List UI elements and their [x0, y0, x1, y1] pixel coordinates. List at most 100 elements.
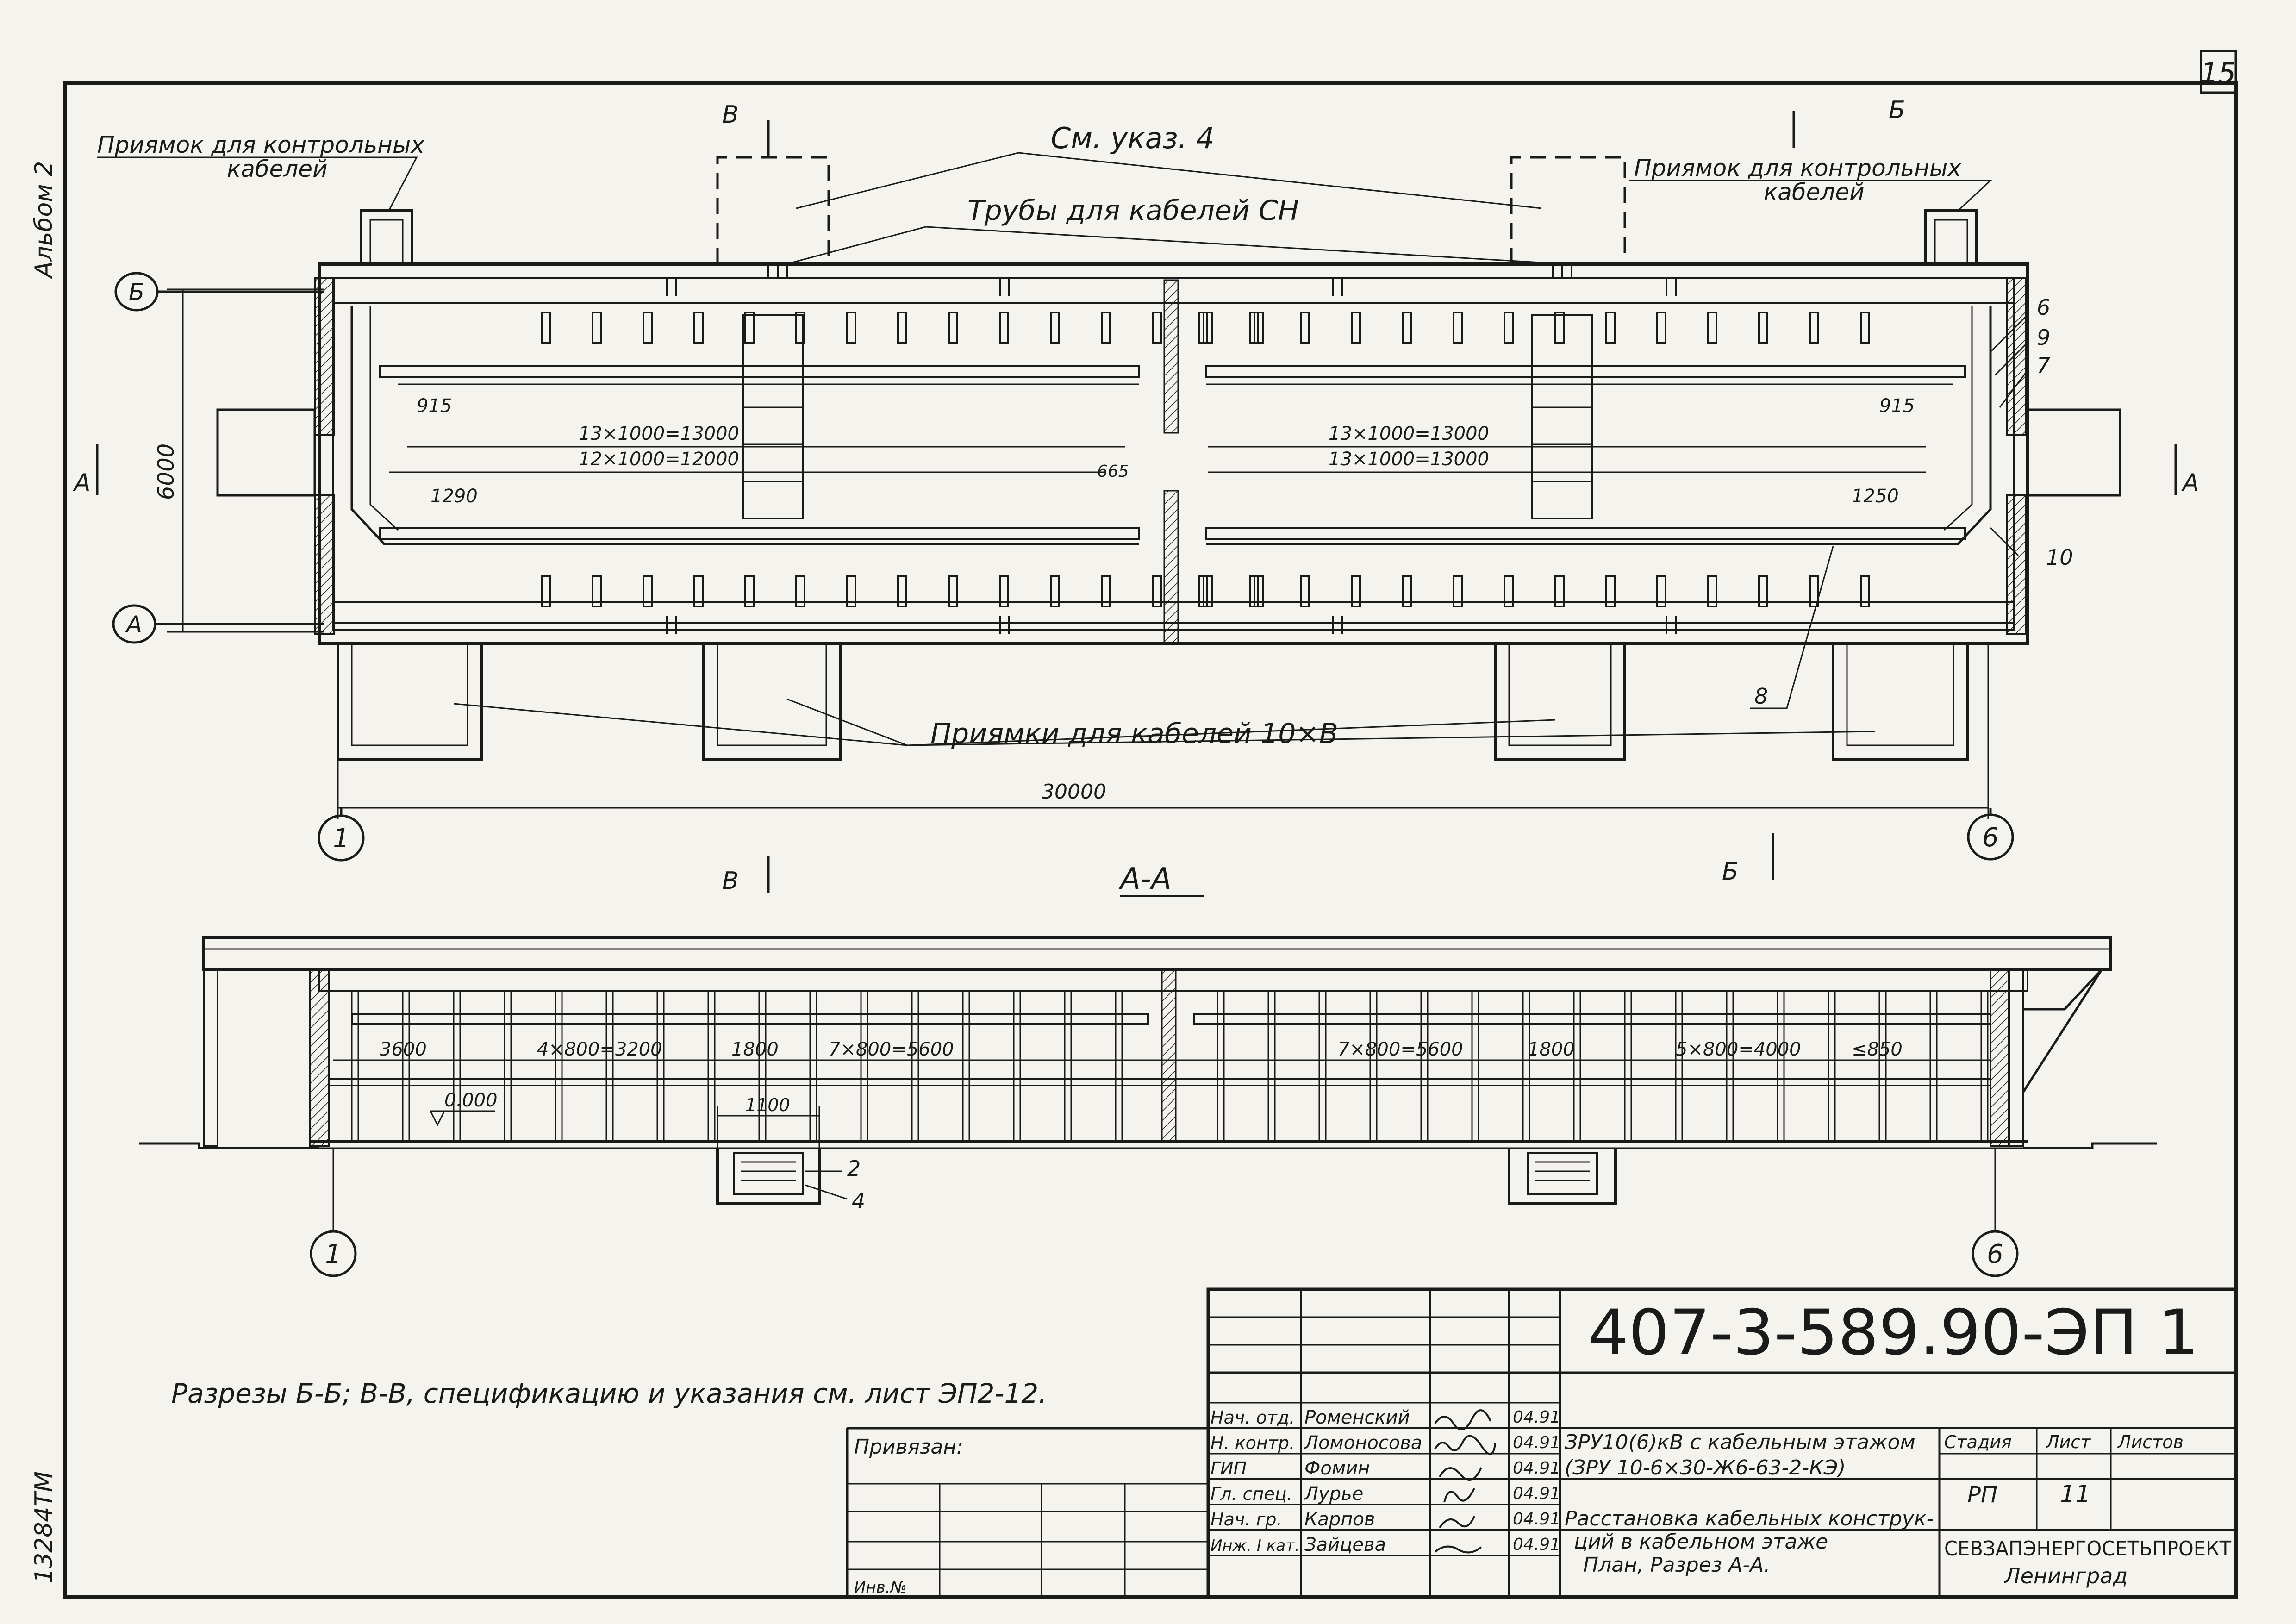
stamp-name: Лурье [1304, 1483, 1363, 1505]
tray-stand [1522, 990, 1530, 1142]
stamp-desc-line3: План, Разрез А-А. [1583, 1553, 1770, 1577]
inventory-number: 13284ТМ [30, 1471, 58, 1583]
section-axis-6-label: 6 [1987, 1239, 2003, 1269]
stamp-title-line1: ЗРУ10(6)кВ с кабельным этажом [1565, 1430, 1915, 1454]
stamp-date: 04.91 [1513, 1510, 1560, 1529]
sheet-header: Лист [2045, 1432, 2091, 1452]
stamp-date: 04.91 [1513, 1459, 1560, 1478]
tray-stand [693, 575, 704, 607]
tray-stand [1504, 575, 1514, 607]
stamp-role: Нач. гр. [1210, 1509, 1282, 1530]
title-block [846, 1287, 2238, 1599]
tray-stand [795, 575, 805, 607]
tray-stand [1605, 575, 1616, 607]
tray-stand [1013, 990, 1021, 1142]
stamp-desc-line2: ций в кабельном этаже [1574, 1530, 1828, 1554]
tray-stand [1707, 312, 1717, 344]
tray-stand [948, 575, 958, 607]
stamp-date: 04.91 [1513, 1433, 1560, 1452]
tray-stand [541, 312, 551, 344]
tray-stand [1573, 990, 1581, 1142]
album-label: Альбом 2 [30, 161, 58, 279]
section-view [139, 936, 2157, 1277]
tray-stand [744, 575, 755, 607]
tray-stand [1420, 990, 1429, 1142]
tray-stand [1624, 990, 1632, 1142]
org-line2: Ленинград [2003, 1563, 2128, 1588]
stage-header: Стадия [1944, 1432, 2012, 1452]
section-dim: 4×800=3200 [537, 1039, 662, 1060]
dim-915-left-label: 915 [417, 395, 452, 417]
stamp-date: 04.91 [1513, 1408, 1560, 1427]
axis-6-label: 6 [1982, 823, 1999, 853]
tray-stand [948, 312, 958, 344]
stamp-title-line2: (ЗРУ 10-6×30-Ж6-63-2-КЭ) [1565, 1456, 1846, 1480]
tray-stand [555, 990, 563, 1142]
callout-7: 7 [2037, 353, 2050, 378]
tray-stand [1198, 312, 1208, 344]
tray-stand [1249, 575, 1259, 607]
tray-stand [351, 990, 359, 1142]
stamp-role: ГИП [1210, 1458, 1247, 1479]
tray-stand [1504, 312, 1514, 344]
tray-stand [1758, 312, 1768, 344]
section-dim: 5×800=4000 [1676, 1039, 1801, 1060]
tray-stand [1554, 312, 1565, 344]
stamp-role: Гл. спец. [1210, 1484, 1292, 1504]
stamp-name: Ломоносова [1304, 1432, 1422, 1454]
stamp-name: Фомин [1304, 1458, 1370, 1479]
tray-stand [1980, 990, 1989, 1142]
stamp-role: Нач. отд. [1210, 1407, 1295, 1428]
tray-stand [707, 990, 716, 1142]
callout-8: 8 [1754, 684, 1768, 709]
dim-mid-right-label: 13×1000=13000 [1329, 449, 1489, 470]
sheet-number-value: 11 [2060, 1480, 2090, 1508]
tray-stand [541, 575, 551, 607]
tray-stand [1402, 312, 1412, 344]
dim-1290-label: 1290 [430, 486, 478, 507]
tray-stand [846, 575, 856, 607]
cut-b-top-label: В [722, 101, 739, 129]
tray-stand [1198, 575, 1208, 607]
tray-stand [656, 990, 665, 1142]
tray-stand [1860, 575, 1870, 607]
stamp-role: Н. контр. [1210, 1433, 1295, 1453]
tray-stand [693, 312, 704, 344]
plan-leaders [97, 152, 2028, 746]
cut-a-right-label: А [2181, 469, 2199, 497]
dim-height-label: 6000 [153, 443, 179, 500]
tray-stand [758, 990, 767, 1142]
tray-stand [1809, 312, 1819, 344]
tray-stand [402, 990, 410, 1142]
page-number: 15 [2201, 57, 2236, 89]
tray-stand [1351, 312, 1361, 344]
tray-stand [1656, 312, 1666, 344]
tray-stand [1605, 312, 1616, 344]
stamp-name: Роменский [1304, 1407, 1410, 1428]
dim-length-label: 30000 [1042, 780, 1106, 804]
tray-stand [504, 990, 512, 1142]
tray-stand [1402, 575, 1412, 607]
stage-value: РП [1967, 1482, 1997, 1508]
plan-dimensions [96, 111, 2177, 893]
pits-power-label: Приямки для кабелей 10×В [930, 718, 1338, 750]
tray-stand [897, 312, 907, 344]
pipes-label: Трубы для кабелей СН [967, 194, 1299, 227]
tray-stand [1453, 575, 1463, 607]
tray-stand [1050, 575, 1060, 607]
tray-stand [1300, 575, 1310, 607]
tray-stand [1249, 312, 1259, 344]
tray-stand [1809, 575, 1819, 607]
section-dim: 7×800=5600 [829, 1039, 954, 1060]
tray-stand [1152, 575, 1162, 607]
tray-stand [1675, 990, 1683, 1142]
tray-stand [962, 990, 970, 1142]
axis-1-label: 1 [333, 824, 349, 854]
stamp-date: 04.91 [1513, 1535, 1560, 1554]
cut-b2-top-label: Б [1889, 96, 1905, 124]
sheet-frame [63, 50, 2238, 1599]
cut-b-bottom-label: В [722, 867, 739, 895]
